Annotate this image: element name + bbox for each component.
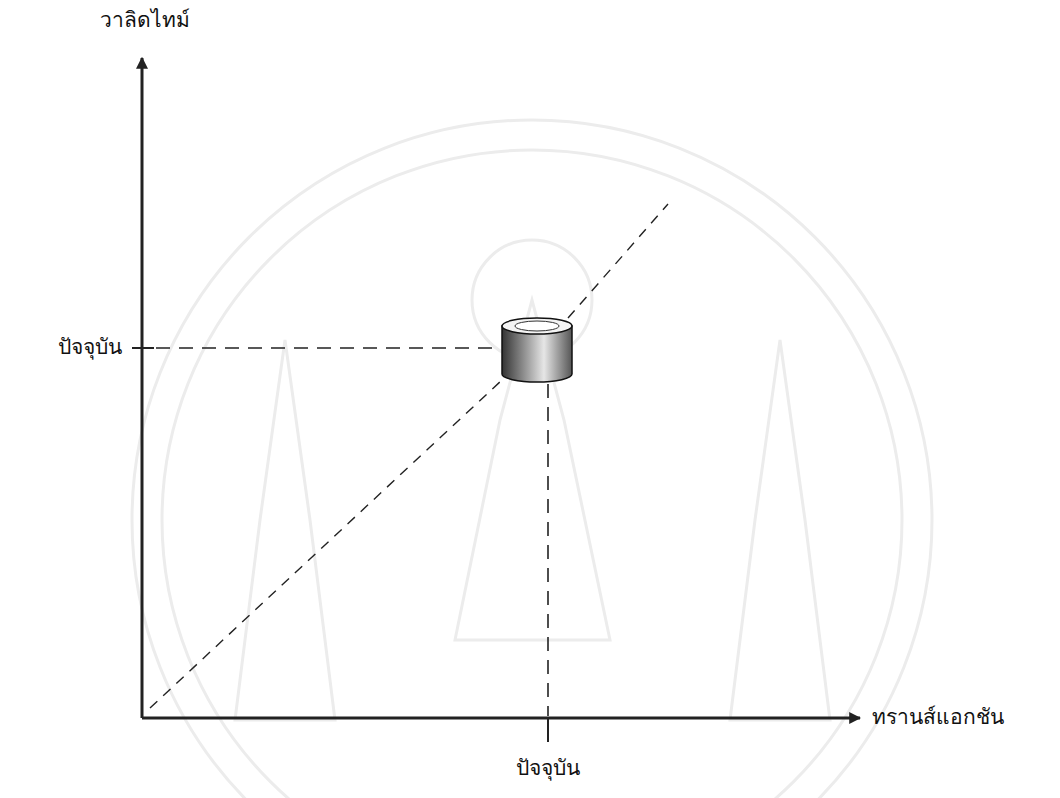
tick-label: ปัจจุบัน — [58, 335, 122, 360]
x-axis-label: ทรานส์แอกชัน — [872, 705, 1004, 730]
database-cylinder — [502, 318, 572, 382]
watermark-seal — [132, 120, 932, 798]
y-axis-label: วาลิดไทม์ — [100, 8, 190, 33]
y-tick — [132, 347, 154, 349]
dashed-guide — [547, 384, 549, 716]
dashed-guide — [156, 347, 498, 349]
x-axis — [142, 717, 860, 720]
x-tick — [547, 718, 549, 742]
tick-label: ปัจจุบัน — [516, 756, 580, 781]
diagonal-dashed — [568, 204, 668, 318]
y-axis — [141, 58, 144, 718]
diagonal-dashed — [150, 380, 502, 708]
